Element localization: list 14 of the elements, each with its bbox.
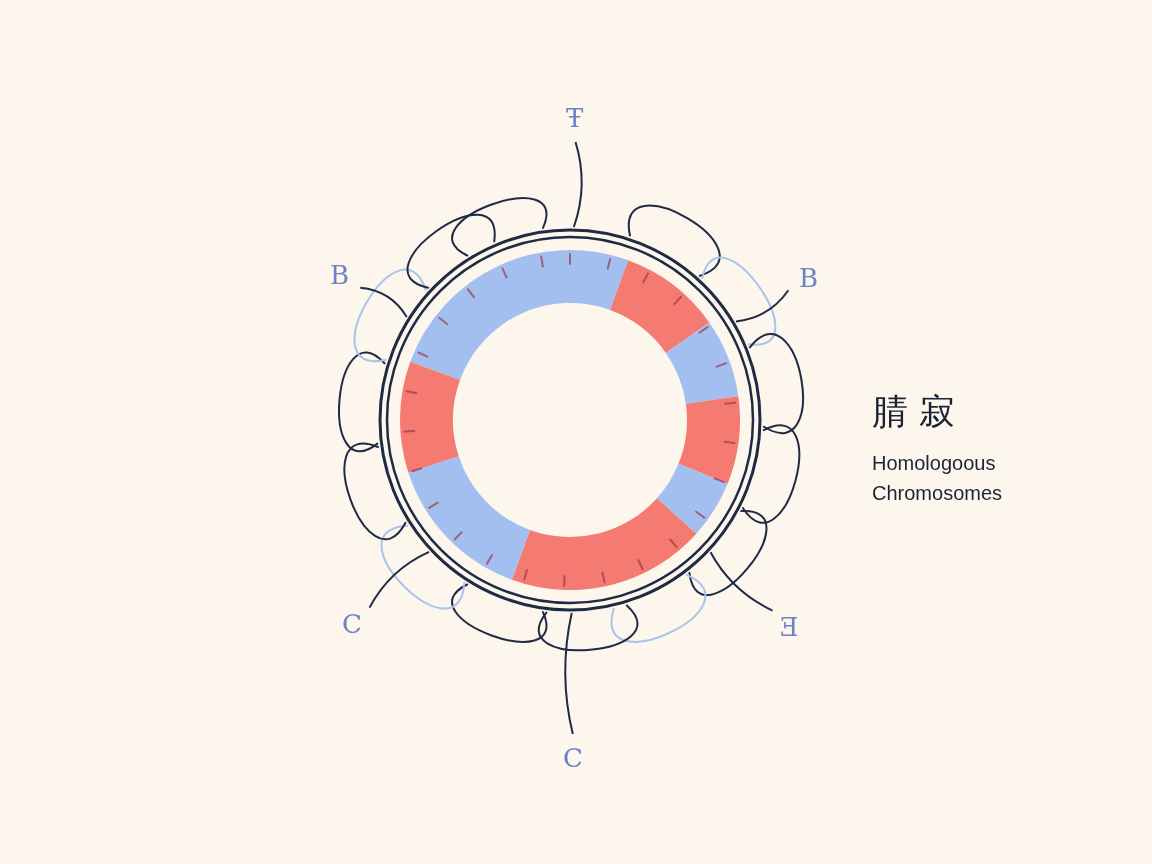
leader-line — [734, 289, 790, 323]
chromosome-label: Ŧ — [566, 103, 584, 133]
leader-line — [368, 550, 431, 609]
leader-line — [359, 286, 408, 319]
chromosome-label: B — [799, 263, 819, 293]
subtitle-text: Homologoous Chromosomes — [872, 451, 1004, 506]
leader-line — [709, 551, 774, 612]
chromosome-label: Ǝ — [780, 612, 799, 642]
chromosome-label: B — [330, 260, 350, 290]
leader-line — [564, 612, 574, 735]
chromosome-label: C — [563, 743, 583, 773]
leader-line — [572, 141, 583, 229]
title-text: 腈 寂 — [872, 390, 956, 434]
chromosome-label: C — [342, 609, 362, 639]
